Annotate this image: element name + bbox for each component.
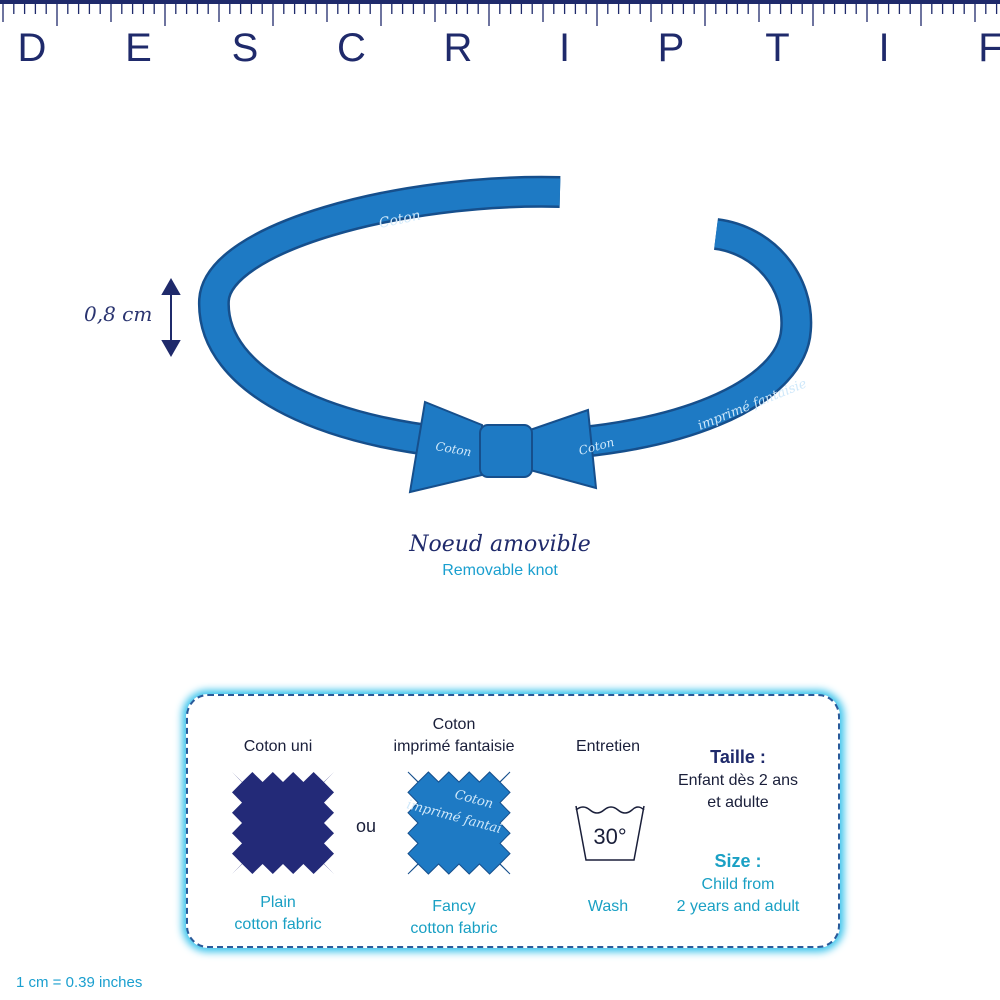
title-letter: P [657,26,685,70]
svg-text:30°: 30° [593,824,626,849]
fancy-swatch-icon: Coton imprimé fantai [405,771,511,875]
dimension-arrow-icon [161,277,181,358]
title-letter: F [978,26,1000,70]
title-letter: C [337,26,366,70]
title-letter: T [765,26,790,70]
svg-text:Coton: Coton [434,439,472,459]
title-letter: S [231,26,259,70]
headband-illustration: Coton imprimé fantaisie Coton Coton [161,175,813,494]
care-label-en: Wash [587,898,629,915]
title-letter: D [17,26,47,70]
plain-label-fr: Coton uni [243,738,313,755]
wash-30-icon: 30° [575,805,645,861]
title-letter: E [125,26,152,70]
or-label: ou [356,816,377,836]
size-title-fr: Taille : [710,747,766,767]
title-letter: I [878,26,890,70]
size-title-en: Size : [714,851,762,871]
knot-label-fr: Noeud amovible [409,532,591,557]
care-label-fr: Entretien [575,738,641,755]
title-letter: R [443,26,473,70]
title-letter: I [558,26,571,70]
conversion-note: 1 cm = 0.39 inches [16,974,143,991]
knot-label-en: Removable knot [442,562,558,579]
plain-swatch-icon [232,772,334,874]
bow-icon: Coton Coton [408,400,616,494]
ruler [0,0,1000,26]
dimension-label: 0,8 cm [84,302,153,326]
